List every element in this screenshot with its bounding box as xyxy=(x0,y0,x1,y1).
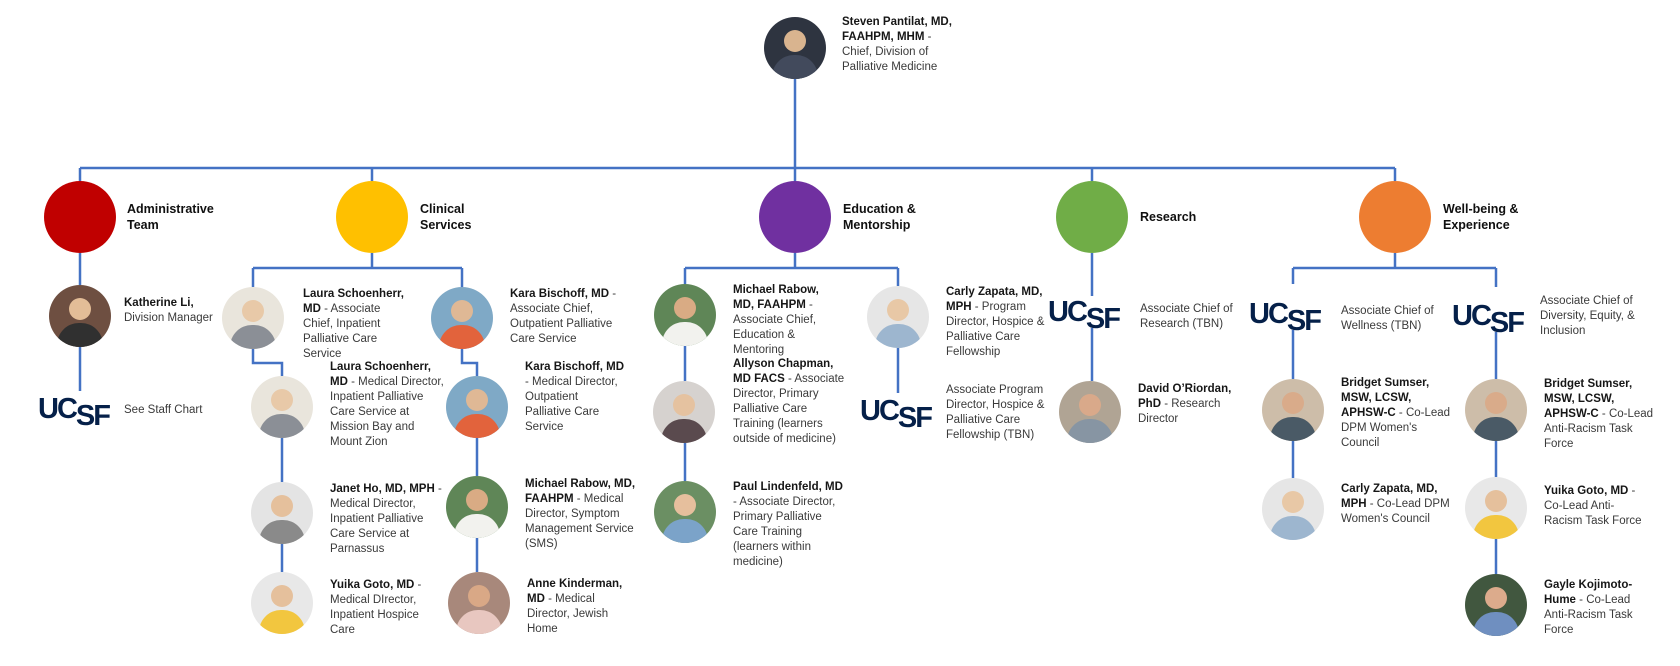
title-carly-zapata-womens-council: Carly Zapata, MD, MPH - Co-Lead DPM Wome… xyxy=(1341,483,1450,525)
photo-steven-pantilat xyxy=(764,17,826,79)
title-carly-zapata-fellowship: Carly Zapata, MD, MPH - Program Director… xyxy=(946,286,1045,358)
title-anne-kinderman: Anne Kinderman, MD - Medical Director, J… xyxy=(527,578,623,635)
branch-circle-education-mentorship xyxy=(759,181,831,253)
photo-kara-bischoff-medical-director xyxy=(446,376,508,438)
label-associate-chief-diversity: Associate Chief of Diversity, Equity, & … xyxy=(1540,295,1635,337)
photo-kara-bischoff-associate-chief xyxy=(431,287,493,349)
ucsf-logo: UCSF xyxy=(860,395,933,434)
label-associate-chief-wellness-tbn: Associate Chief of Wellness (TBN) xyxy=(1341,305,1434,332)
ucsf-logo: UCSF xyxy=(38,393,111,432)
title-david-oriordan: David O’Riordan, PhD - Research Director xyxy=(1138,383,1232,425)
person-name: Steven Pantilat, MD, FAAHPM, MHM xyxy=(842,16,952,43)
title-janet-ho: Janet Ho, MD, MPH - Medical Director, In… xyxy=(330,483,442,555)
title-laura-schoenherr-medical-director: Laura Schoenherr, MD - Medical Director,… xyxy=(330,361,444,448)
title-steven-pantilat: Steven Pantilat, MD, FAAHPM, MHM - Chief… xyxy=(842,16,952,73)
photo-david-oriordan xyxy=(1059,381,1121,443)
branch-label-wellbeing-experience: Well-being & Experience xyxy=(1443,202,1519,232)
photo-yuika-goto-hospice xyxy=(251,572,313,634)
ucsf-logo: UCSF xyxy=(1048,296,1121,335)
connector-clinical-rail xyxy=(251,253,464,287)
photo-carly-zapata-fellowship xyxy=(867,286,929,348)
title-bridget-sumser-womens-council: Bridget Sumser, MSW, LCSW, APHSW-C - Co-… xyxy=(1341,377,1451,449)
photo-katherine-li xyxy=(49,285,111,347)
photo-janet-ho xyxy=(251,482,313,544)
title-michael-rabow-sms: Michael Rabow, MD, FAAHPM - Medical Dire… xyxy=(525,478,636,550)
title-kara-bischoff-medical-director: Kara Bischoff, MD - Medical Director, Ou… xyxy=(525,361,625,433)
title-yuika-goto-hospice: Yuika Goto, MD - Medical DIrector, Inpat… xyxy=(330,579,422,636)
title-kara-bischoff-associate-chief: Kara Bischoff, MD - Associate Chief, Out… xyxy=(510,288,617,345)
title-gayle-kojimoto-hume: Gayle Kojimoto-Hume - Co-Lead Anti-Racis… xyxy=(1544,579,1633,636)
photo-paul-lindenfeld xyxy=(654,481,716,543)
label-associate-program-director: Associate Program Director, Hospice & Pa… xyxy=(946,384,1045,441)
label-see-staff-chart: See Staff Chart xyxy=(124,404,203,416)
branch-label-clinical-services: Clinical Services xyxy=(420,202,472,232)
branch-label-administrative-team: Administrative Team xyxy=(127,202,214,232)
branch-circle-administrative-team xyxy=(44,181,116,253)
photo-allyson-chapman xyxy=(653,381,715,443)
title-allyson-chapman: Allyson Chapman, MD FACS - Associate Dir… xyxy=(733,358,845,445)
connector-root-rail xyxy=(78,79,1397,181)
label-associate-chief-research-tbn: Associate Chief of Research (TBN) xyxy=(1140,303,1233,330)
title-laura-schoenherr-associate-chief: Laura Schoenherr, MD - Associate Chief, … xyxy=(303,288,404,360)
photo-bridget-sumser-womens-council xyxy=(1262,379,1324,441)
branch-circle-research xyxy=(1056,181,1128,253)
connector-clinical-col2 xyxy=(460,349,479,572)
connector-education-rail xyxy=(683,253,900,286)
person-role: Chief, Division of Palliative Medicine xyxy=(842,46,938,73)
connector-wellbeing-rail xyxy=(1291,253,1498,287)
ucsf-logo: UCSF xyxy=(1452,300,1525,339)
title-yuika-goto-antiracism: Yuika Goto, MD - Co-Lead Anti-Racism Tas… xyxy=(1544,485,1642,527)
ucsf-logo: UCSF xyxy=(1249,298,1322,337)
connector-clinical-col1 xyxy=(251,349,284,572)
branch-circle-wellbeing-experience xyxy=(1359,181,1431,253)
photo-yuika-goto-antiracism xyxy=(1465,477,1527,539)
branch-label-research: Research xyxy=(1140,210,1197,224)
photo-laura-schoenherr-medical-director xyxy=(251,376,313,438)
title-michael-rabow-education: Michael Rabow, MD, FAAHPM - Associate Ch… xyxy=(733,284,819,356)
photo-michael-rabow-education xyxy=(654,284,716,346)
photo-carly-zapata-womens-council xyxy=(1262,478,1324,540)
title-bridget-sumser-antiracism: Bridget Sumser, MSW, LCSW, APHSW-C - Co-… xyxy=(1544,378,1654,450)
photo-gayle-kojimoto-hume xyxy=(1465,574,1527,636)
photo-laura-schoenherr-associate-chief xyxy=(222,287,284,349)
photo-michael-rabow-sms xyxy=(446,476,508,538)
branch-label-education-mentorship: Education & Mentorship xyxy=(843,202,916,232)
title-katherine-li: Katherine Li, Division Manager xyxy=(124,297,213,324)
branch-circle-clinical-services xyxy=(336,181,408,253)
title-paul-lindenfeld: Paul Lindenfeld, MD - Associate Director… xyxy=(733,481,843,568)
photo-bridget-sumser-antiracism xyxy=(1465,379,1527,441)
photo-anne-kinderman xyxy=(448,572,510,634)
